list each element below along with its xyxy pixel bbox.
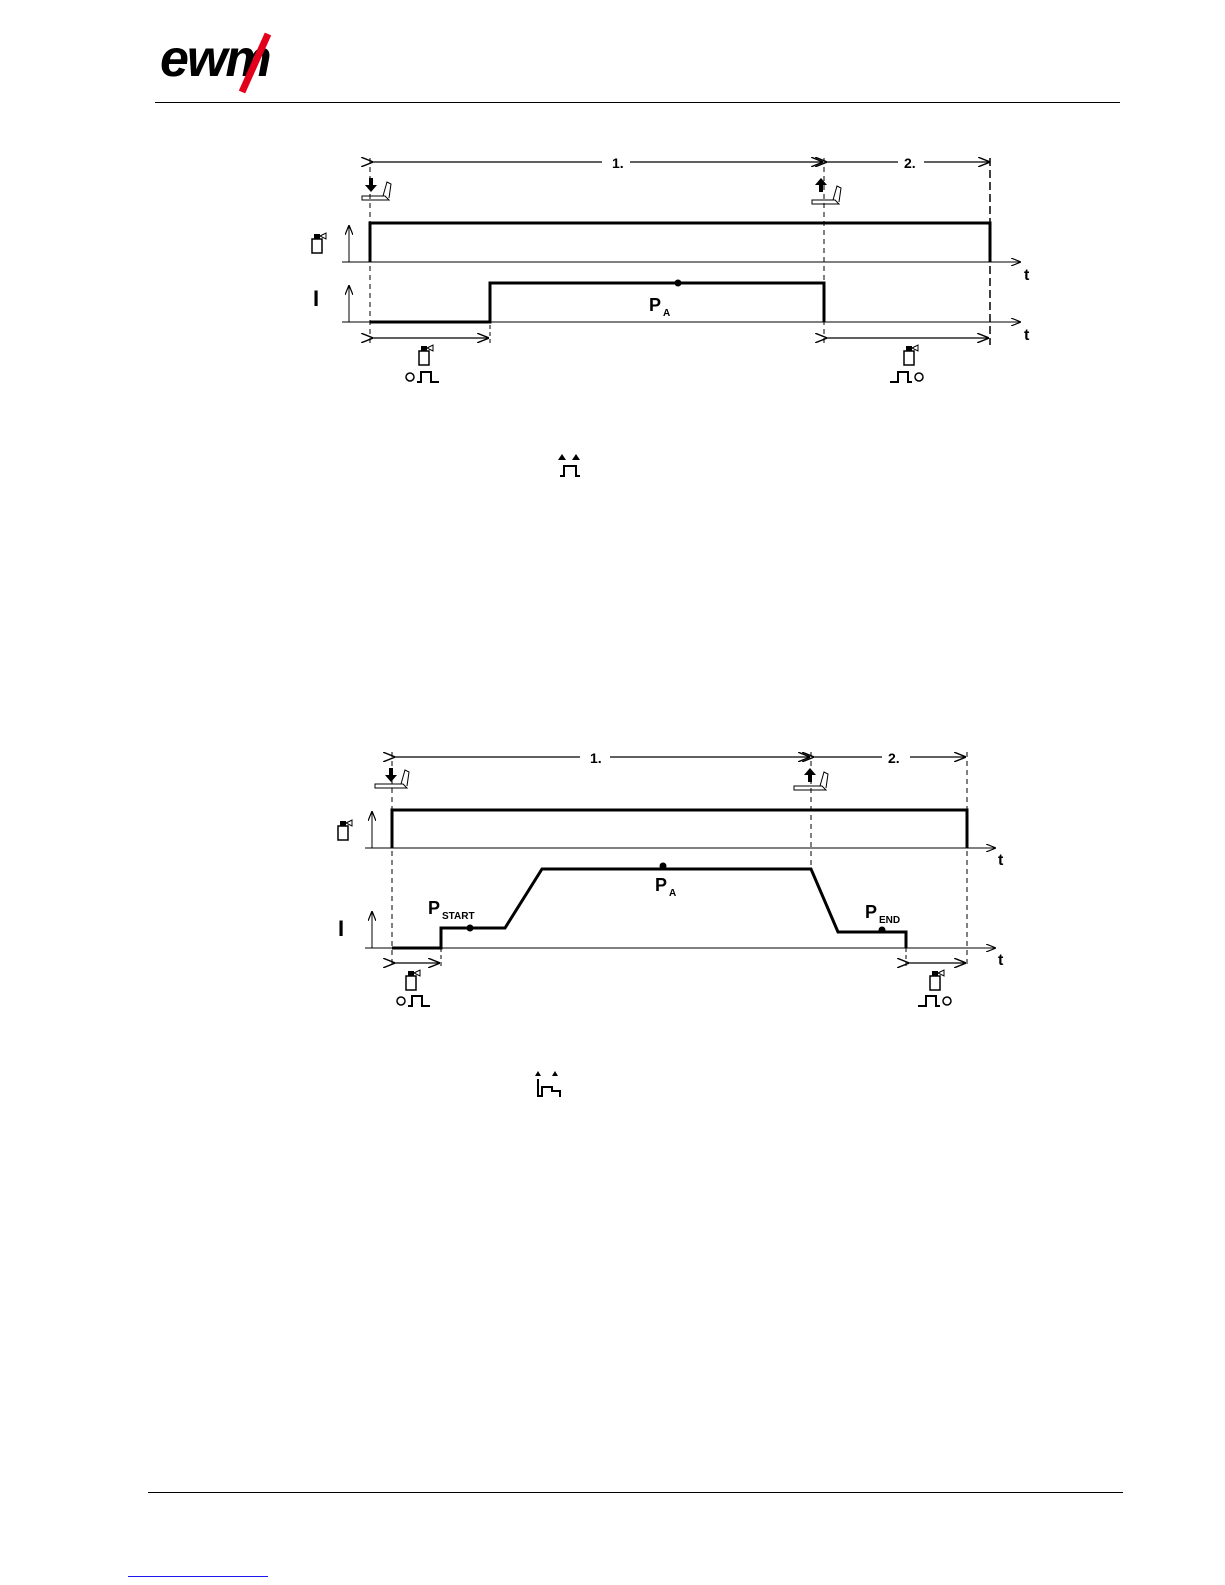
pend-label: P [865, 902, 877, 922]
pend-point [879, 927, 886, 934]
pstart-subscript: START [442, 911, 475, 922]
current-symbol: I [338, 916, 344, 941]
pa-label: P [655, 875, 667, 895]
phase-1-label: 1. [590, 750, 602, 766]
torch-trigger-release-icon [794, 768, 828, 790]
gas-flow-trace [392, 810, 967, 848]
footer-link-underline[interactable] [128, 1576, 268, 1577]
phase-2-label: 2. [888, 750, 900, 766]
current-trace [392, 869, 906, 948]
pa-subscript: A [669, 888, 676, 899]
superpuls-mode-icon [534, 1071, 568, 1101]
current-axis-t-label: t [998, 952, 1004, 969]
pstart-point [467, 925, 474, 932]
postflow-timer-pulse-icon [918, 996, 951, 1006]
preflow-timer-pulse-icon [397, 996, 430, 1006]
gas-axis-t-label: t [998, 852, 1004, 869]
pa-point [660, 863, 667, 870]
gas-postflow-icon [930, 970, 944, 990]
pstart-label: P [428, 898, 440, 918]
footer-divider [148, 1492, 1123, 1493]
gas-cylinder-icon [338, 820, 352, 840]
torch-trigger-press-icon [375, 768, 409, 788]
diagram-2-timing: 1. 2. t I t P START P A P END [0, 0, 1225, 1020]
gas-preflow-icon [406, 970, 420, 990]
pend-subscript: END [879, 915, 900, 926]
